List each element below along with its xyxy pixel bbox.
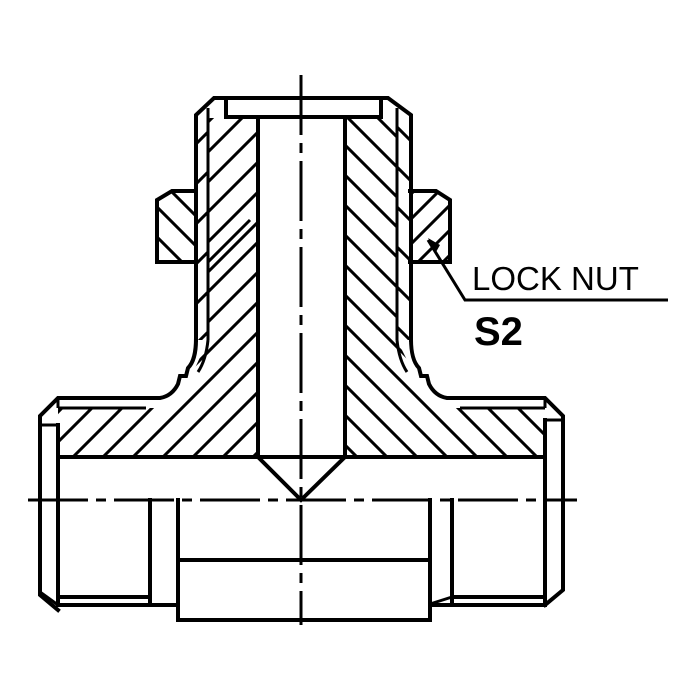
lower-center-block xyxy=(176,498,432,622)
lock-nut-label: LOCK NUT xyxy=(472,260,639,297)
upper-stem-outline xyxy=(194,96,413,503)
leader-arrow-icon xyxy=(428,238,440,252)
lock-nut-left xyxy=(155,189,198,264)
right-lock-nut-hatch xyxy=(410,191,450,262)
right-thread-hatch xyxy=(397,112,411,340)
neck-fillet xyxy=(144,337,462,400)
lower-right-thread xyxy=(428,498,564,607)
left-thread-hatch xyxy=(196,112,208,340)
part-code-label: S2 xyxy=(474,310,523,354)
lower-left-thread xyxy=(39,498,180,622)
lock-nut-leader xyxy=(426,238,668,302)
lock-nut-right xyxy=(408,189,452,264)
